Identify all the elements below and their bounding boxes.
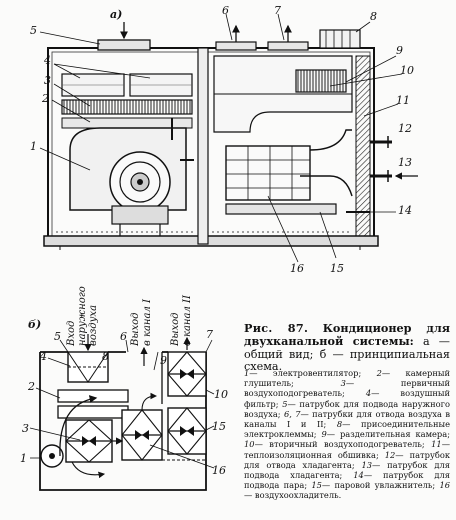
callout-label: 16: [212, 464, 226, 477]
callout-label: 16: [290, 262, 304, 275]
legend-item: 5— патрубок для подвода наружного воздух…: [244, 398, 450, 419]
callout-label: 1: [30, 140, 37, 153]
legend-item: 16— воздухоохладитель.: [244, 480, 450, 501]
callout-label: наружного: [77, 286, 88, 346]
legend-item: 8— присоединительные электроклеммы;: [244, 419, 450, 440]
legend-item: 13— патрубок для подвода хладагента;: [244, 459, 450, 481]
callout-label: Вход: [66, 321, 77, 347]
legend-item: 11— теплоизоляционная обшивка;: [244, 439, 450, 460]
callout-label: 10: [214, 388, 228, 401]
callout-label: 8: [370, 10, 377, 23]
callout-label: 7: [206, 328, 213, 341]
callout-label: Выход: [130, 313, 141, 348]
callout-label: 5: [30, 24, 37, 37]
callout-label: 13: [398, 156, 412, 169]
figure-number: Рис. 87.: [244, 321, 309, 335]
callout-label: 15: [212, 420, 226, 433]
callout-label: 8: [102, 350, 109, 363]
legend-item: 1— электровентилятор;: [244, 368, 377, 378]
figure-subcaption-a: а — общий вид;: [244, 335, 450, 361]
figure-legend: 1— электровентилятор; 2— камерный глушит…: [244, 368, 450, 501]
callout-label: 10: [400, 64, 414, 77]
legend-item: 14— патрубок для подвода пара;: [244, 470, 451, 491]
panel-a-tag: а): [110, 8, 122, 21]
callout-label: 2: [41, 92, 49, 105]
callout-label: 4: [43, 54, 51, 67]
legend-item: 9— разделительная камера;: [321, 429, 450, 440]
legend-item: 2— камерный глушитель;: [244, 368, 450, 389]
callout-label: 11: [396, 94, 410, 107]
legend-item: 12— патрубок для отвода хладагента;: [244, 449, 450, 470]
callout-label: 14: [398, 204, 412, 217]
callout-label: 3: [44, 74, 51, 87]
legend-item: 6, 7— патрубки для отвода воздуха в кана…: [244, 408, 450, 430]
principal-scheme-drawing: б) Вход наружного воздуха Выход в канал …: [20, 286, 228, 491]
callout-label: 3: [22, 422, 29, 435]
callout-label: воздуха: [88, 305, 99, 346]
callout-label: 4: [39, 350, 47, 363]
callout-label: 1: [20, 452, 27, 465]
callout-label: в канал II: [182, 294, 193, 346]
legend-item: 15— паровой увлажнитель;: [311, 480, 440, 491]
figure-caption: Рис. 87. Кондиционер для двухканальной с…: [244, 322, 450, 374]
callout-label: 12: [398, 122, 412, 135]
callout-label: 9: [396, 44, 403, 57]
callout-label: 15: [330, 262, 344, 275]
callout-label: 5: [54, 330, 61, 343]
callout-label: 9: [160, 354, 167, 367]
callout-label: 6: [120, 330, 127, 343]
legend-item: 3— первичный воздухоподогреватель;: [244, 378, 450, 399]
callout-label: 2: [27, 380, 35, 393]
callout-label: Выход: [170, 313, 181, 348]
callout-label: 6: [222, 4, 229, 17]
legend-item: 4— воздушный фильтр;: [244, 388, 450, 409]
legend-item: 10— вторичный воздухоподогреватель;: [244, 439, 432, 450]
callout-label: в канал I: [142, 298, 153, 346]
figure-title: Кондиционер для двухканальной системы:: [244, 321, 450, 349]
callout-label: 7: [274, 4, 281, 17]
general-view-drawing: а) 5 4 3 2 1 6 7 8 9 10 11 12 13 14 15 1…: [30, 4, 418, 275]
panel-b-tag: б): [28, 318, 41, 331]
figure-subcaption-b: б — принципиальная схема.: [244, 347, 450, 374]
